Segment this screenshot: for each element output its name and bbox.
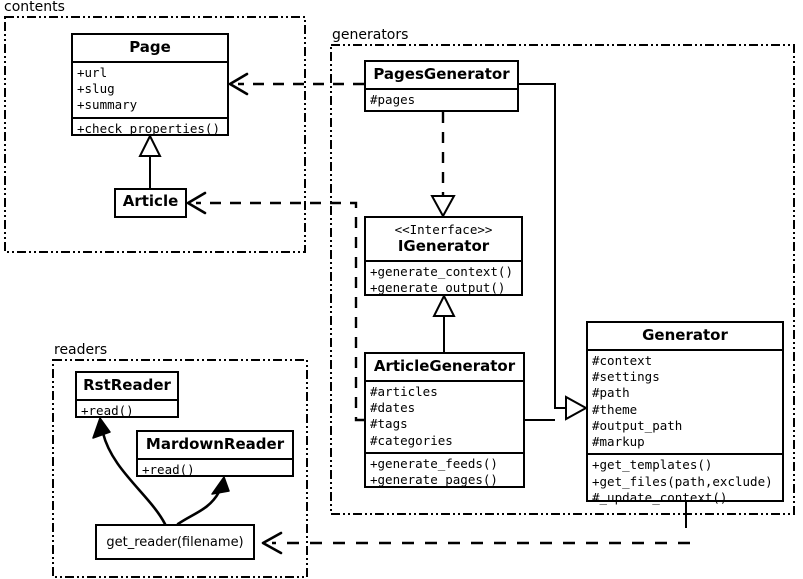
class-box-article-generator[interactable]: ArticleGenerator #articles #dates #tags …	[364, 352, 525, 488]
attribute-item: #markup	[592, 434, 645, 450]
operation-item: +generate_feeds()	[370, 455, 498, 471]
operation-item: +get_templates()	[592, 457, 713, 473]
class-name-page: Page	[129, 38, 171, 56]
edge-pagesgenerator-realizes-igenerator	[430, 112, 456, 219]
class-name-mardown-reader: MardownReader	[145, 435, 285, 453]
operation-item: #_update_context()	[592, 489, 728, 505]
operation-item: +generate_pages()	[370, 472, 498, 488]
class-attributes-generator: #context #settings #path #theme #output_…	[588, 348, 782, 454]
package-label-readers: readers	[54, 342, 108, 358]
class-name-text-igenerator: IGenerator	[397, 237, 490, 255]
class-operations-page: +check_properties()	[73, 116, 227, 140]
attribute-item: #theme	[592, 401, 638, 417]
class-attributes-page: +url +slug +summary	[73, 60, 227, 117]
operation-item: +generate_context()	[370, 263, 513, 279]
attribute-item: #context	[592, 352, 653, 368]
attribute-item: #output_path	[592, 417, 683, 433]
attribute-item: +url	[77, 64, 108, 80]
class-box-page[interactable]: Page +url +slug +summary +check_properti…	[71, 33, 229, 136]
function-box-get-reader[interactable]: get_reader(filename)	[95, 524, 255, 560]
edge-pagesgenerator-uses-page	[228, 72, 364, 96]
operation-item: +read()	[142, 461, 195, 477]
edge-get-reader-returns-mardownreader	[176, 476, 230, 526]
package-label-contents: contents	[4, 0, 65, 15]
attribute-item: #dates	[370, 400, 416, 416]
class-box-igenerator[interactable]: <<Interface>> IGenerator +generate_conte…	[364, 216, 523, 296]
class-box-mardown-reader[interactable]: MardownReader +read()	[136, 430, 294, 477]
class-operations-generator: +get_templates() +get_files(path,exclude…	[588, 453, 782, 509]
class-name-igenerator: <<Interface>> IGenerator	[366, 218, 521, 260]
class-operations-igenerator: +generate_context() +generate_output()	[366, 259, 521, 300]
class-name-article-generator: ArticleGenerator	[373, 357, 516, 375]
attribute-item: +slug	[77, 81, 115, 97]
class-operations-article-generator: +generate_feeds() +generate_pages()	[366, 451, 523, 492]
package-label-generators: generators	[332, 27, 409, 43]
edge-article-inherits-page	[138, 133, 162, 188]
attribute-item: +summary	[77, 97, 138, 113]
operation-item: +get_files(path,exclude)	[592, 473, 773, 489]
class-box-rst-reader[interactable]: RstReader +read()	[75, 371, 179, 418]
operation-item: +check_properties()	[77, 120, 220, 136]
class-stereotype-igenerator: <<Interface>>	[394, 222, 493, 237]
class-box-article[interactable]: Article	[114, 188, 187, 218]
attribute-item: #settings	[592, 369, 660, 385]
function-box-label: get_reader(filename)	[106, 534, 244, 550]
class-operations-mardown-reader: +read()	[138, 457, 292, 481]
class-box-generator[interactable]: Generator #context #settings #path #them…	[586, 321, 784, 505]
edge-articlegenerator-inherits-igenerator	[432, 293, 456, 352]
edge-generator-uses-get-reader	[261, 502, 690, 555]
attribute-item: #pages	[370, 91, 416, 107]
class-box-pages-generator[interactable]: PagesGenerator #pages	[364, 60, 519, 112]
edge-generators-inherit-generator	[519, 83, 589, 421]
attribute-item: #categories	[370, 432, 453, 448]
attribute-item: #tags	[370, 416, 408, 432]
operation-item: +generate_output()	[370, 280, 506, 296]
class-name-generator: Generator	[642, 326, 728, 344]
operation-item: +read()	[81, 402, 134, 418]
class-attributes-pages-generator: #pages	[366, 87, 517, 111]
class-name-rst-reader: RstReader	[83, 376, 171, 394]
class-attributes-article-generator: #articles #dates #tags #categories	[366, 379, 523, 452]
class-name-pages-generator: PagesGenerator	[373, 65, 510, 83]
attribute-item: #path	[592, 385, 630, 401]
class-name-article: Article	[122, 192, 179, 210]
attribute-item: #articles	[370, 383, 438, 399]
edge-articlegenerator-uses-article	[186, 191, 364, 422]
class-operations-rst-reader: +read()	[77, 398, 177, 422]
